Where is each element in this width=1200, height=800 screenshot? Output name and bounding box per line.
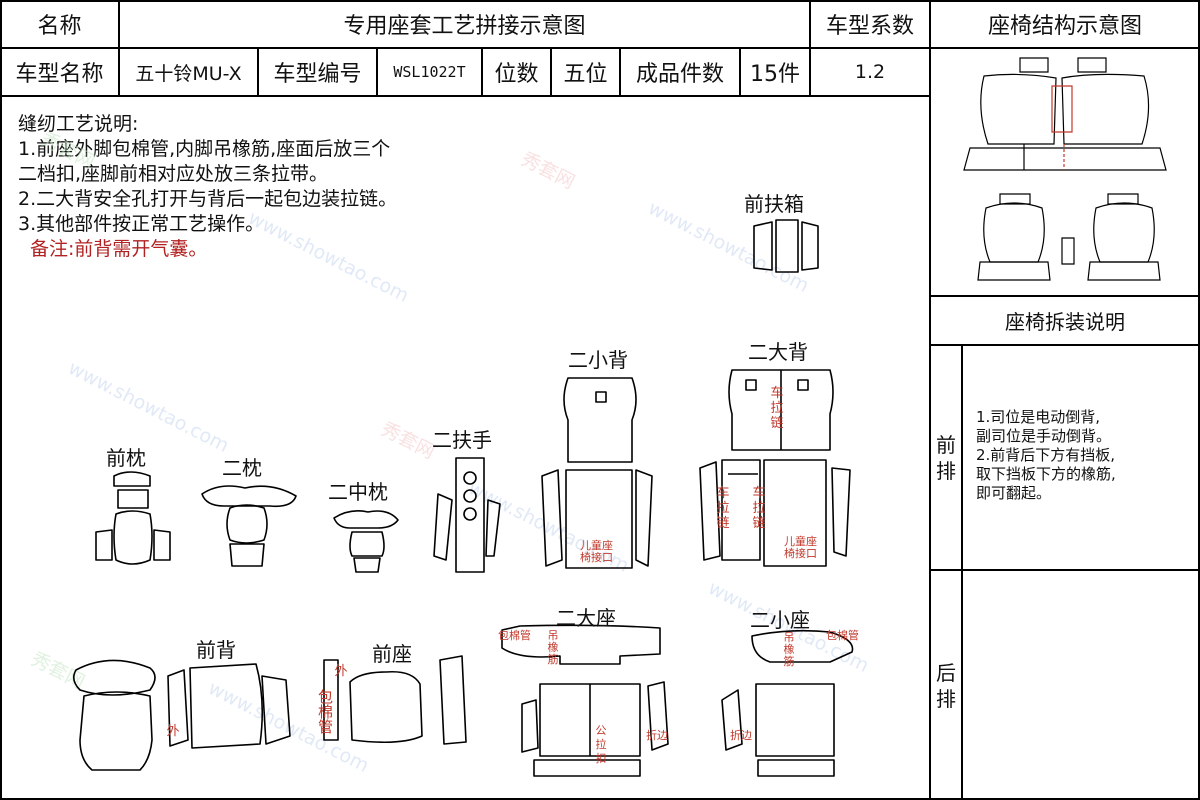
front-armrest-box-piece <box>753 219 819 273</box>
rule-line: 1.司位是电动倒背, <box>976 408 1101 426</box>
annotation-zipper: 车拉链 <box>716 486 730 531</box>
rule-line: 2.前背后下方有挡板, <box>976 446 1116 464</box>
label-rear-big-back: 二大背 <box>748 340 808 364</box>
label-rear-small-back: 二小背 <box>568 348 628 372</box>
notes-line: 1.前座外脚包棉管,内脚吊橡筋,座面后放三个 <box>18 138 391 160</box>
annotation-pipe-wrap: 包棉管 <box>318 688 334 736</box>
rear-big-seat-piece <box>501 624 669 777</box>
rear-big-back-piece <box>699 369 851 567</box>
notes-title: 缝纫工艺说明: <box>18 113 139 135</box>
notes-line: 3.其他部件按正常工艺操作。 <box>18 213 265 235</box>
front-seat-piece <box>323 655 467 745</box>
annotation-outer: 外 <box>334 664 348 679</box>
seat-structure-illustration <box>963 57 1167 281</box>
notes-line: 二档扣,座脚前相对应处放三条拉带。 <box>18 163 329 185</box>
rule-line: 副司位是手动倒背。 <box>976 427 1112 445</box>
annotation-zipper: 车拉链 <box>770 386 784 431</box>
label-front-back: 前背 <box>196 638 236 662</box>
rear-small-back-piece <box>541 377 653 569</box>
name-label: 名称 <box>37 14 82 39</box>
annotation-fold-edge: 折边 <box>646 729 668 742</box>
disassembly-title: 座椅拆装说明 <box>1005 310 1125 334</box>
seats-value: 五位 <box>563 62 608 87</box>
coef-label: 车型系数 <box>825 14 914 39</box>
rear-headrest-piece <box>201 485 297 567</box>
label-rear-headrest: 二枕 <box>222 456 262 480</box>
sheet-title: 专用座套工艺拼接示意图 <box>343 14 586 39</box>
rear-row-label: 后排 <box>936 661 956 711</box>
annotation-zipper-male: 公拉扣 <box>595 724 607 765</box>
label-rear-armrest: 二扶手 <box>432 428 492 452</box>
label-rear-small-seat: 二小座 <box>750 608 810 632</box>
label-front-armrest-box: 前扶箱 <box>744 192 804 216</box>
annotation-fold-edge: 折边 <box>730 729 752 742</box>
front-back-piece <box>72 659 291 771</box>
model-no: WSL1022T <box>393 63 466 81</box>
rear-small-seat-piece <box>721 629 854 777</box>
pattern-pieces <box>72 219 854 777</box>
annotation-hang-elastic: 吊橡筋 <box>783 631 795 668</box>
child-seat-line2: 椅接口 <box>784 547 817 560</box>
model-no-label: 车型编号 <box>273 62 362 87</box>
annotation-child-seat: 儿童座 椅接口 <box>580 540 613 564</box>
child-seat-line1: 儿童座 <box>784 535 817 548</box>
model-name-label: 车型名称 <box>15 62 104 87</box>
annotation-pipe-wrap: 包棉管 <box>826 629 859 642</box>
rear-armrest-piece <box>433 457 501 573</box>
child-seat-line2: 椅接口 <box>580 551 613 564</box>
notes-remark: 备注:前背需开气囊。 <box>30 238 208 260</box>
annotation-pipe-wrap: 包棉管 <box>498 629 531 642</box>
structure-label: 座椅结构示意图 <box>987 14 1142 39</box>
model-name: 五十铃MU-X <box>135 62 242 85</box>
label-front-headrest: 前枕 <box>106 446 146 470</box>
rule-line: 取下挡板下方的橡筋, <box>976 465 1116 483</box>
sewing-notes: 缝纫工艺说明: 1.前座外脚包棉管,内脚吊橡筋,座面后放三个 二档扣,座脚前相对… <box>18 112 397 262</box>
front-row-label: 前排 <box>936 433 956 483</box>
annotation-outer: 外 <box>166 724 180 739</box>
front-headrest-piece <box>95 471 171 565</box>
child-seat-line1: 儿童座 <box>580 539 613 552</box>
label-front-seat: 前座 <box>372 642 412 666</box>
annotation-hang-elastic: 吊橡筋 <box>547 629 559 666</box>
seats-label: 位数 <box>494 62 539 87</box>
label-rear-middle-headrest: 二中枕 <box>328 480 388 504</box>
disassembly-rules: 1.司位是电动倒背, 副司位是手动倒背。 2.前背后下方有挡板, 取下挡板下方的… <box>976 408 1116 503</box>
annotation-child-seat: 儿童座 椅接口 <box>784 536 817 560</box>
notes-line: 2.二大背安全孔打开与背后一起包边装拉链。 <box>18 188 398 210</box>
pieces-label: 成品件数 <box>635 62 724 87</box>
pieces-value: 15件 <box>750 62 800 87</box>
rear-middle-headrest-piece <box>333 510 399 573</box>
annotation-zipper: 车拉链 <box>752 486 766 531</box>
coef-value: 1.2 <box>854 61 886 83</box>
rule-line: 即可翻起。 <box>976 484 1052 502</box>
label-rear-big-seat: 二大座 <box>556 606 616 630</box>
